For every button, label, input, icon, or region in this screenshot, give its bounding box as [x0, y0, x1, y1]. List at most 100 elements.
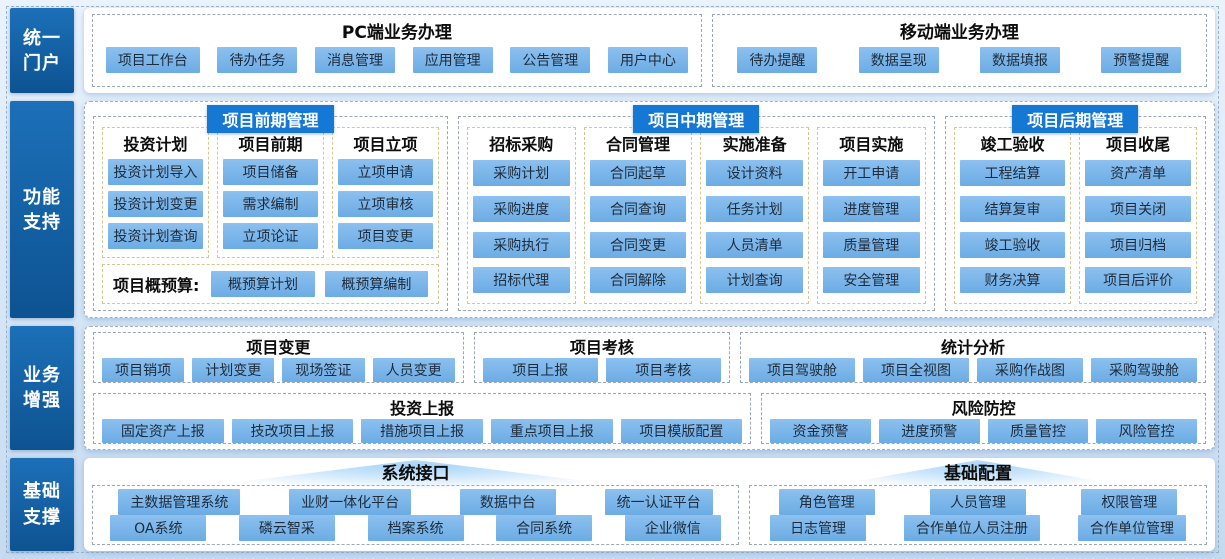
module-chip[interactable]: 公告管理 [510, 47, 591, 74]
module-chip[interactable]: 固定资产上报 [102, 419, 224, 443]
module-chip[interactable]: 质量管理 [822, 231, 920, 258]
module-chip[interactable]: 人员变更 [372, 358, 455, 382]
module-chip[interactable]: 立项申请 [337, 158, 433, 185]
module-chip[interactable]: 重点项目上报 [490, 419, 613, 443]
module-chip[interactable]: 采购执行 [472, 231, 570, 258]
module-chip[interactable]: 项目变更 [337, 222, 433, 249]
row-unified-portal: 统一门户 PC端业务办理 项目工作台待办任务消息管理应用管理公告管理用户中心 移… [10, 8, 1215, 94]
module-chip[interactable]: 人员管理 [930, 489, 1027, 515]
module-chip[interactable]: 概预算编制 [324, 271, 428, 297]
module-chip[interactable]: 措施项目上报 [361, 419, 483, 443]
module-chip[interactable]: 企业微信 [624, 515, 721, 541]
module-chip[interactable]: 任务计划 [706, 195, 803, 222]
module-chip[interactable]: 风险管控 [1096, 419, 1198, 443]
module-chip[interactable]: 角色管理 [778, 489, 875, 515]
module-chip[interactable]: 现场签证 [282, 358, 365, 382]
module-chip[interactable]: 项目销项 [102, 358, 185, 382]
module-chip[interactable]: 进度管理 [822, 195, 920, 222]
module-chip[interactable]: 档案系统 [367, 515, 464, 541]
module-chip[interactable]: 项目考核 [605, 358, 721, 382]
phase-mid-badge: 项目中期管理 [633, 105, 760, 134]
column-invest-plan: 投资计划 投资计划导入投资计划变更投资计划查询 [102, 127, 209, 258]
module-chip[interactable]: 立项审核 [337, 190, 433, 217]
module-chip[interactable]: 竣工验收 [959, 231, 1066, 258]
module-chip[interactable]: 用户中心 [607, 47, 688, 74]
module-chip[interactable]: 招标代理 [472, 267, 570, 294]
module-chip[interactable]: 财务决算 [959, 267, 1066, 294]
module-chip[interactable]: 质量管控 [987, 419, 1089, 443]
module-chip[interactable]: 计划变更 [192, 358, 275, 382]
module-chip[interactable]: 设计资料 [706, 160, 803, 187]
module-chip[interactable]: 项目关闭 [1085, 195, 1191, 222]
column-title: 竣工验收 [980, 135, 1045, 155]
module-chip[interactable]: 预警提醒 [1101, 47, 1182, 74]
module-chip[interactable]: 待办任务 [217, 47, 298, 74]
module-chip[interactable]: 资产清单 [1085, 160, 1191, 187]
module-chip[interactable]: 统一认证平台 [604, 489, 713, 515]
module-chip[interactable]: 人员清单 [706, 231, 803, 258]
module-chip[interactable]: 概预算计划 [211, 271, 315, 297]
module-chip[interactable]: 采购作战图 [976, 358, 1083, 382]
module-chip[interactable]: 结算复审 [959, 195, 1066, 222]
module-chip[interactable]: 投资计划变更 [108, 190, 203, 217]
mobile-business-title: 移动端业务办理 [899, 23, 1019, 43]
module-chip[interactable]: 项目储备 [222, 158, 318, 185]
module-chip[interactable]: 采购进度 [472, 195, 570, 222]
module-chip[interactable]: OA系统 [110, 515, 207, 541]
module-chip[interactable]: 开工申请 [822, 160, 920, 187]
module-chip[interactable]: 权限管理 [1081, 489, 1178, 515]
group-title: 投资上报 [390, 399, 455, 418]
module-chip[interactable]: 合同查询 [589, 195, 687, 222]
mobile-business-modules: 待办提醒 数据呈现 数据填报 预警提醒 [721, 43, 1198, 77]
module-chip[interactable]: 合同起草 [589, 160, 687, 187]
module-chip[interactable]: 磷云智采 [238, 515, 335, 541]
module-chip[interactable]: 计划查询 [706, 267, 803, 294]
module-chip[interactable]: 合作单位管理 [1078, 515, 1186, 541]
module-chip[interactable]: 采购计划 [472, 160, 570, 187]
column-title: 项目实施 [839, 135, 904, 155]
module-chip[interactable]: 数据呈现 [858, 47, 939, 74]
module-chip[interactable]: 进度预警 [878, 419, 980, 443]
enhance-upper-row: 项目变更 项目销项计划变更现场签证人员变更 项目考核 项目上报项目考核 统计分析… [93, 332, 1206, 383]
module-chip[interactable]: 消息管理 [315, 47, 396, 74]
module-chip[interactable]: 主数据管理系统 [118, 489, 241, 515]
mobile-business-box: 移动端业务办理 待办提醒 数据呈现 数据填报 预警提醒 [711, 14, 1207, 88]
module-chip[interactable]: 项目工作台 [105, 47, 200, 74]
module-chip[interactable]: 日志管理 [770, 515, 867, 541]
module-chip[interactable]: 项目驾驶舱 [748, 358, 855, 382]
pc-business-title: PC端业务办理 [341, 23, 452, 43]
module-chip[interactable]: 项目上报 [482, 358, 598, 382]
module-chip[interactable]: 需求编制 [222, 190, 318, 217]
module-chip[interactable]: 工程结算 [959, 160, 1066, 187]
row-foundation: 基础支撑 系统接口 主数据管理系统业财一体化平台数据中台统一认证平台 OA系统磷… [10, 458, 1215, 551]
module-chip[interactable]: 合同系统 [496, 515, 593, 541]
column-title: 项目收尾 [1106, 135, 1171, 155]
module-chip[interactable]: 待办提醒 [737, 47, 818, 74]
module-chip[interactable]: 资金预警 [770, 419, 871, 443]
module-chip[interactable]: 合同解除 [589, 267, 687, 294]
module-chip[interactable]: 安全管理 [822, 267, 920, 294]
module-chip[interactable]: 合同变更 [589, 231, 687, 258]
module-chip[interactable]: 合作单位人员注册 [904, 515, 1041, 541]
module-chip[interactable]: 数据中台 [459, 489, 556, 515]
module-chip[interactable]: 项目模版配置 [620, 419, 743, 443]
module-chip[interactable]: 数据填报 [980, 47, 1060, 74]
phase-early-box: 项目前期管理 投资计划 投资计划导入投资计划变更投资计划查询 项目前期 项目储备… [93, 105, 448, 311]
module-chip[interactable]: 立项论证 [222, 222, 318, 249]
budget-estimate-box: 项目概预算: 概预算计划概预算编制 [102, 264, 439, 304]
portal-panel: PC端业务办理 项目工作台待办任务消息管理应用管理公告管理用户中心 移动端业务办… [84, 8, 1215, 94]
module-chip[interactable]: 项目归档 [1085, 231, 1191, 258]
module-chip[interactable]: 技改项目上报 [231, 419, 354, 443]
module-chip[interactable]: 投资计划查询 [108, 222, 203, 249]
foundation-panel: 系统接口 主数据管理系统业财一体化平台数据中台统一认证平台 OA系统磷云智采档案… [84, 458, 1215, 551]
column-title: 投资计划 [123, 135, 188, 155]
module-chip[interactable]: 项目全视图 [862, 358, 969, 382]
module-chip[interactable]: 应用管理 [412, 47, 493, 74]
module-chip[interactable]: 采购驾驶舱 [1090, 358, 1197, 382]
phase-mid-box: 项目中期管理 招标采购 采购计划采购进度采购执行招标代理 合同管理 合同起草合同… [457, 105, 935, 311]
module-chip[interactable]: 业财一体化平台 [289, 489, 412, 515]
module-chip[interactable]: 投资计划导入 [108, 158, 203, 185]
pc-business-box: PC端业务办理 项目工作台待办任务消息管理应用管理公告管理用户中心 [92, 14, 702, 88]
group-risk-control: 风险防控 资金预警进度预警质量管控风险管控 [761, 393, 1206, 444]
module-chip[interactable]: 项目后评价 [1085, 267, 1191, 294]
